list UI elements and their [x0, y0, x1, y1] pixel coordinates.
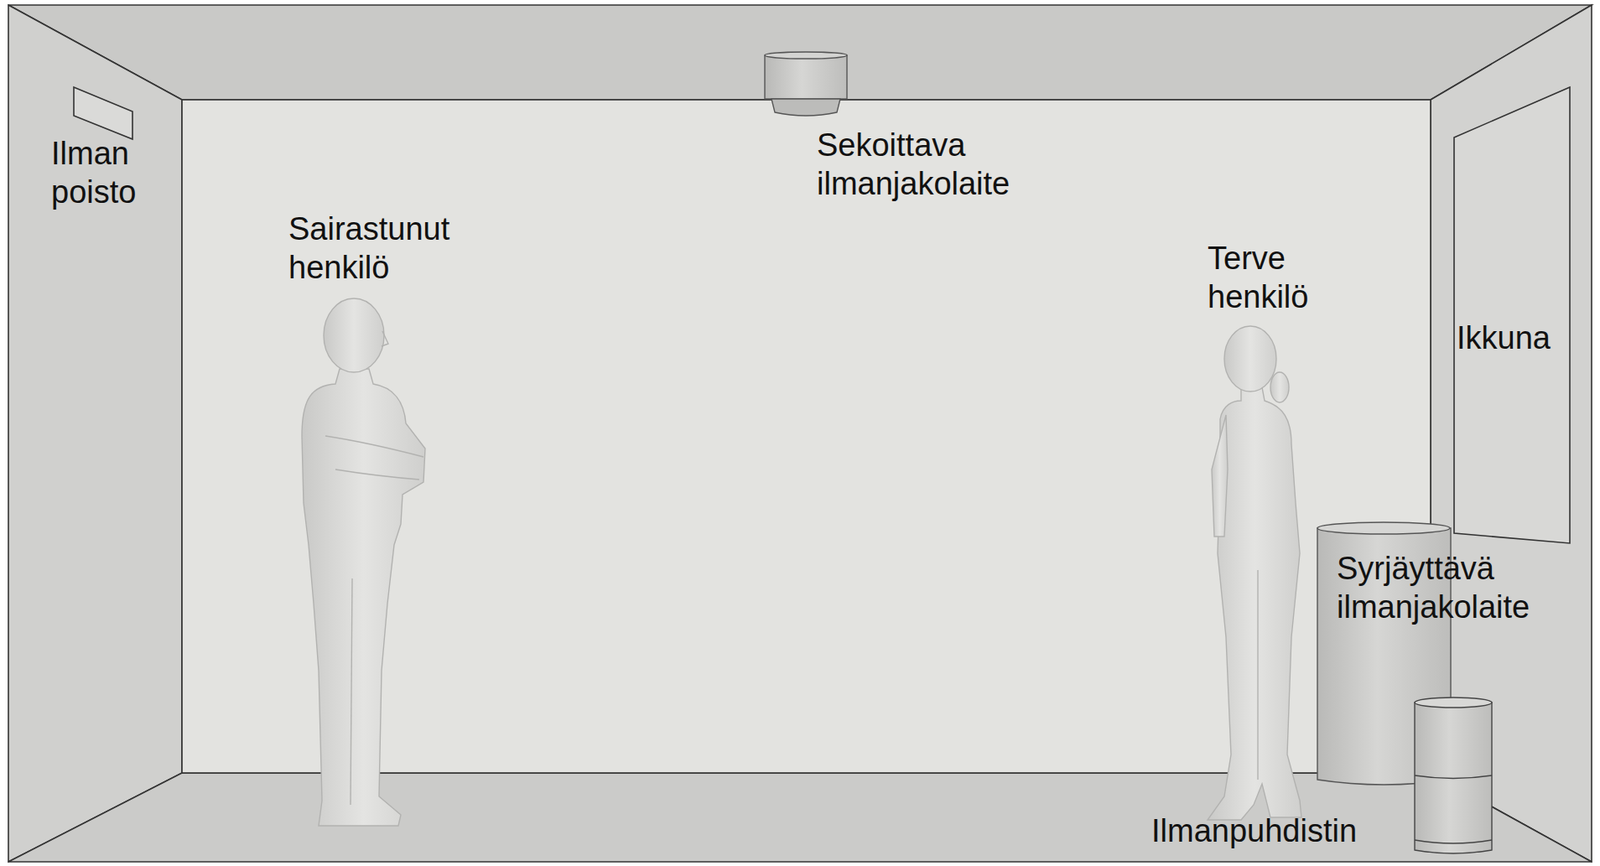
left-wall — [8, 5, 182, 863]
part-label: Ilmanpuhdistin — [1151, 811, 1357, 851]
diffuser-lower — [771, 98, 841, 116]
man-body — [301, 368, 426, 826]
purifier-body — [1414, 702, 1492, 854]
purifier-seam — [1414, 775, 1492, 780]
room — [8, 5, 1592, 863]
woman-head — [1224, 326, 1277, 392]
part-label: Syrjäyttävä ilmanjakolaite — [1336, 549, 1530, 627]
purifier-top — [1414, 697, 1492, 708]
man-nose — [381, 331, 389, 347]
part-label: Ikkuna — [1456, 318, 1551, 358]
ceiling — [8, 5, 1592, 100]
part-label: Terve henkilö — [1207, 238, 1309, 317]
man-head — [323, 298, 385, 373]
diffuser-body — [764, 55, 847, 99]
woman-leg-gap — [1257, 570, 1258, 780]
part-label: Sairastunut henkilö — [288, 209, 450, 287]
man-arms — [325, 436, 424, 480]
man-leg-gap — [350, 578, 353, 806]
floor — [8, 773, 1592, 863]
woman-arm — [1211, 415, 1228, 537]
exhaust-vent — [73, 87, 133, 140]
window — [1454, 87, 1570, 544]
diffuser-top — [764, 51, 847, 59]
unit-top — [1317, 522, 1450, 535]
ceiling-diffuser — [764, 51, 847, 116]
air-purifier — [1414, 697, 1492, 854]
part-label: Sekoittava ilmanjakolaite — [816, 125, 1010, 203]
sick-person — [301, 298, 426, 826]
part-label: Ilman poisto — [51, 134, 136, 212]
woman-ponytail — [1270, 372, 1289, 403]
healthy-person — [1207, 326, 1302, 821]
purifier-base — [1414, 840, 1492, 844]
woman-body — [1207, 387, 1302, 821]
